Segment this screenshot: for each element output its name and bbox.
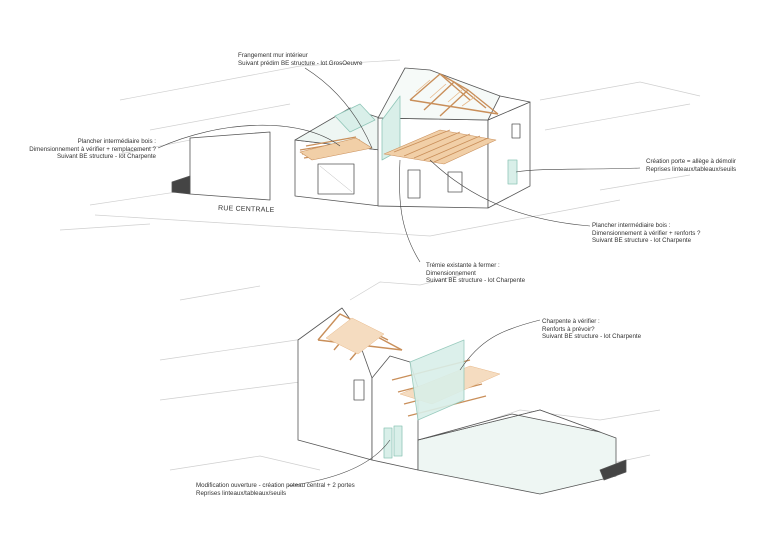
note-line: Reprises linteaux/tableaux/seuils [196, 489, 287, 497]
front-door [407, 169, 421, 199]
bottom-door-glass-2 [393, 425, 403, 457]
leader-lines [157, 67, 641, 487]
gable-door-glass [507, 159, 518, 185]
annex-top [417, 409, 601, 441]
front-window [447, 171, 463, 193]
note-line: Renforts à prévoir? [542, 325, 595, 333]
note-line: Suivant BE structure - lot Charpente [56, 153, 156, 161]
note-line: Plancher intermédiaire bois : [77, 138, 156, 145]
note-line: Suivant prédim BE structure - lot GrosOe… [238, 59, 363, 67]
note-wall-framing: Frangement mur intérieur Suivant prédim … [238, 52, 362, 67]
note-door-creation: Création porte = allège à démolir Repris… [646, 158, 736, 173]
gable-window [511, 123, 521, 139]
note-line: Modification ouverture - création poteau… [196, 482, 355, 489]
tall-volume-gable [377, 67, 501, 121]
note-tremie: Trémie existante à fermer : Dimensionnem… [426, 262, 525, 285]
left-annex-shadow [171, 175, 191, 195]
note-line: Charpente à vérifier : [542, 318, 600, 325]
note-line: Suivant BE structure - lot Charpente [426, 277, 526, 285]
note-line: Frangement mur intérieur [238, 52, 308, 59]
note-line: Dimensionnement à vérifier + renforts ? [592, 229, 701, 237]
note-floor-left: Plancher intermédiaire bois : Dimensionn… [29, 138, 156, 161]
note-line: Reprises linteaux/tableaux/seuils [646, 165, 737, 173]
note-roof-frame: Charpente à vérifier : Renforts à prévoi… [542, 318, 641, 341]
left-annex-front [189, 131, 271, 201]
note-line: Suivant BE structure - lot Charpente [592, 237, 692, 245]
note-line: Création porte = allège à démolir [646, 158, 736, 165]
note-opening: Modification ouverture - création poteau… [196, 482, 355, 497]
annex-shadow [599, 459, 627, 481]
left-volume-glass [334, 103, 376, 133]
note-line: Plancher intermédiaire bois : [592, 222, 671, 229]
right-gable-top [487, 95, 531, 121]
note-line: Trémie existante à fermer : [426, 262, 500, 269]
bottom-glass-partition [409, 339, 465, 421]
top-building [171, 67, 531, 209]
note-floor-right: Plancher intermédiaire bois : Dimensionn… [592, 222, 701, 245]
annex-front [417, 409, 617, 495]
top-roof-trusses [409, 73, 499, 117]
note-line: Dimensionnement à vérifier + remplacemen… [29, 145, 156, 153]
bottom-window [353, 379, 365, 401]
note-line: Suivant BE structure - lot Charpente [542, 333, 642, 341]
note-line: Dimensionnement [426, 269, 476, 277]
right-gable-wall [487, 101, 531, 209]
